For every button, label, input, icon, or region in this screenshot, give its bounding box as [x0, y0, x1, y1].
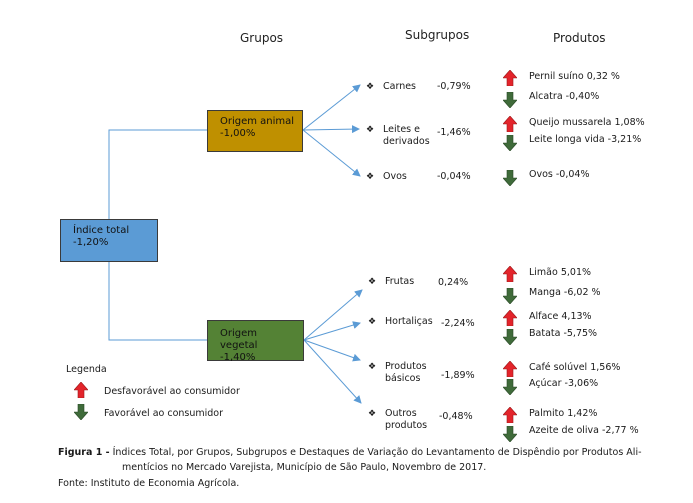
down-arrow-icon [503, 135, 517, 151]
connector-total-vegetal [108, 262, 207, 341]
figure-caption-text: Índices Total, por Grupos, Subgrupos e D… [109, 447, 642, 458]
connector-vegetal-outros [303, 339, 362, 404]
node-origem-vegetal-value: -1,40% [220, 352, 256, 363]
diamond-bullet: ❖ [368, 362, 377, 372]
subgroup-ovos-value: -0,04% [437, 171, 471, 182]
subgroup-basicos-line1: Produtos [385, 361, 427, 372]
figure-caption-line1: Figura 1 - Índices Total, por Grupos, Su… [58, 446, 688, 459]
subgroup-hortalicas-value: -2,24% [441, 318, 475, 329]
product-item: Alface 4,13% [529, 311, 592, 322]
connector-animal-ovos [302, 129, 361, 177]
figure-source: Fonte: Instituto de Economia Agrícola. [58, 478, 240, 489]
node-origem-animal-value: -1,00% [220, 128, 256, 139]
up-arrow-icon [503, 70, 517, 86]
subgroup-carnes-value: -0,79% [437, 81, 471, 92]
node-indice-total-name: Índice total [73, 225, 130, 236]
diamond-bullet: ❖ [368, 409, 377, 419]
product-item: Azeite de oliva -2,77 % [529, 425, 639, 436]
connector-vegetal-basicos [303, 339, 361, 362]
product-item: Pernil suíno 0,32 % [529, 71, 620, 82]
legend-title: Legenda [66, 364, 107, 375]
legend-down-arrow-icon [74, 404, 88, 420]
product-item: Açúcar -3,06% [529, 378, 599, 389]
subgroup-outros-line1: Outros [385, 408, 417, 419]
product-item: Batata -5,75% [529, 328, 598, 339]
up-arrow-icon [503, 361, 517, 377]
subgroup-carnes-label: Carnes [383, 81, 417, 92]
subgroup-leites-value: -1,46% [437, 127, 471, 138]
down-arrow-icon [503, 329, 517, 345]
product-item: Ovos -0,04% [529, 169, 590, 180]
subgroup-leites-line1: Leites e [383, 124, 420, 135]
figure-caption-label: Figura 1 - [58, 447, 110, 458]
subgroup-outros-line2: produtos [385, 420, 428, 431]
up-arrow-icon [503, 407, 517, 423]
diamond-bullet: ❖ [368, 317, 377, 327]
subgroup-basicos-value: -1,89% [441, 370, 475, 381]
product-item: Leite longa vida -3,21% [529, 134, 642, 145]
node-origem-animal: Origem animal -1,00% [207, 110, 303, 152]
up-arrow-icon [503, 266, 517, 282]
subgroup-basicos-label: Produtos básicos [385, 361, 427, 385]
product-item: Manga -6,02 % [529, 287, 601, 298]
subgroup-hortalicas-label: Hortaliças [385, 316, 433, 327]
subgroup-basicos-line2: básicos [385, 373, 421, 384]
connector-animal-carnes [302, 84, 361, 131]
header-subgrupos: Subgrupos [405, 28, 470, 42]
header-produtos: Produtos [553, 31, 606, 45]
diamond-bullet: ❖ [366, 82, 375, 92]
subgroup-frutas-value: 0,24% [438, 277, 469, 288]
down-arrow-icon [503, 170, 517, 186]
product-item: Alcatra -0,40% [529, 91, 600, 102]
product-item: Palmito 1,42% [529, 408, 598, 419]
subgroup-outros-value: -0,48% [439, 411, 473, 422]
legend-up-label: Desfavorável ao consumidor [104, 386, 240, 397]
down-arrow-icon [503, 288, 517, 304]
node-indice-total: Índice total -1,20% [60, 219, 158, 262]
diamond-bullet: ❖ [366, 172, 375, 182]
connector-animal-leites [302, 125, 360, 134]
down-arrow-icon [503, 379, 517, 395]
down-arrow-icon [503, 426, 517, 442]
node-origem-vegetal: Origem vegetal -1,40% [207, 320, 304, 363]
header-grupos: Grupos [240, 31, 284, 45]
product-item: Queijo mussarela 1,08% [529, 117, 645, 128]
figure-caption-line2: mentícios no Mercado Varejista, Municípi… [122, 462, 487, 473]
connector-vegetal-hortalicas [303, 321, 361, 341]
down-arrow-icon [503, 92, 517, 108]
node-indice-total-value: -1,20% [73, 237, 109, 248]
diamond-bullet: ❖ [366, 125, 375, 135]
subgroup-frutas-label: Frutas [385, 276, 415, 287]
legend-up-arrow-icon [74, 382, 88, 398]
subgroup-leites-line2: derivados [383, 136, 430, 147]
connector-total-animal [108, 129, 207, 219]
up-arrow-icon [503, 310, 517, 326]
up-arrow-icon [503, 116, 517, 132]
diamond-bullet: ❖ [368, 277, 377, 287]
legend-down-label: Favorável ao consumidor [104, 408, 224, 419]
product-item: Limão 5,01% [529, 267, 592, 278]
subgroup-outros-label: Outros produtos [385, 408, 427, 432]
subgroup-ovos-label: Ovos [383, 171, 407, 182]
node-origem-vegetal-name: Origem vegetal [220, 328, 258, 351]
subgroup-leites-label: Leites e derivados [383, 124, 430, 148]
connector-vegetal-frutas [303, 289, 363, 341]
node-origem-animal-name: Origem animal [220, 116, 295, 127]
product-item: Café solúvel 1,56% [529, 362, 621, 373]
